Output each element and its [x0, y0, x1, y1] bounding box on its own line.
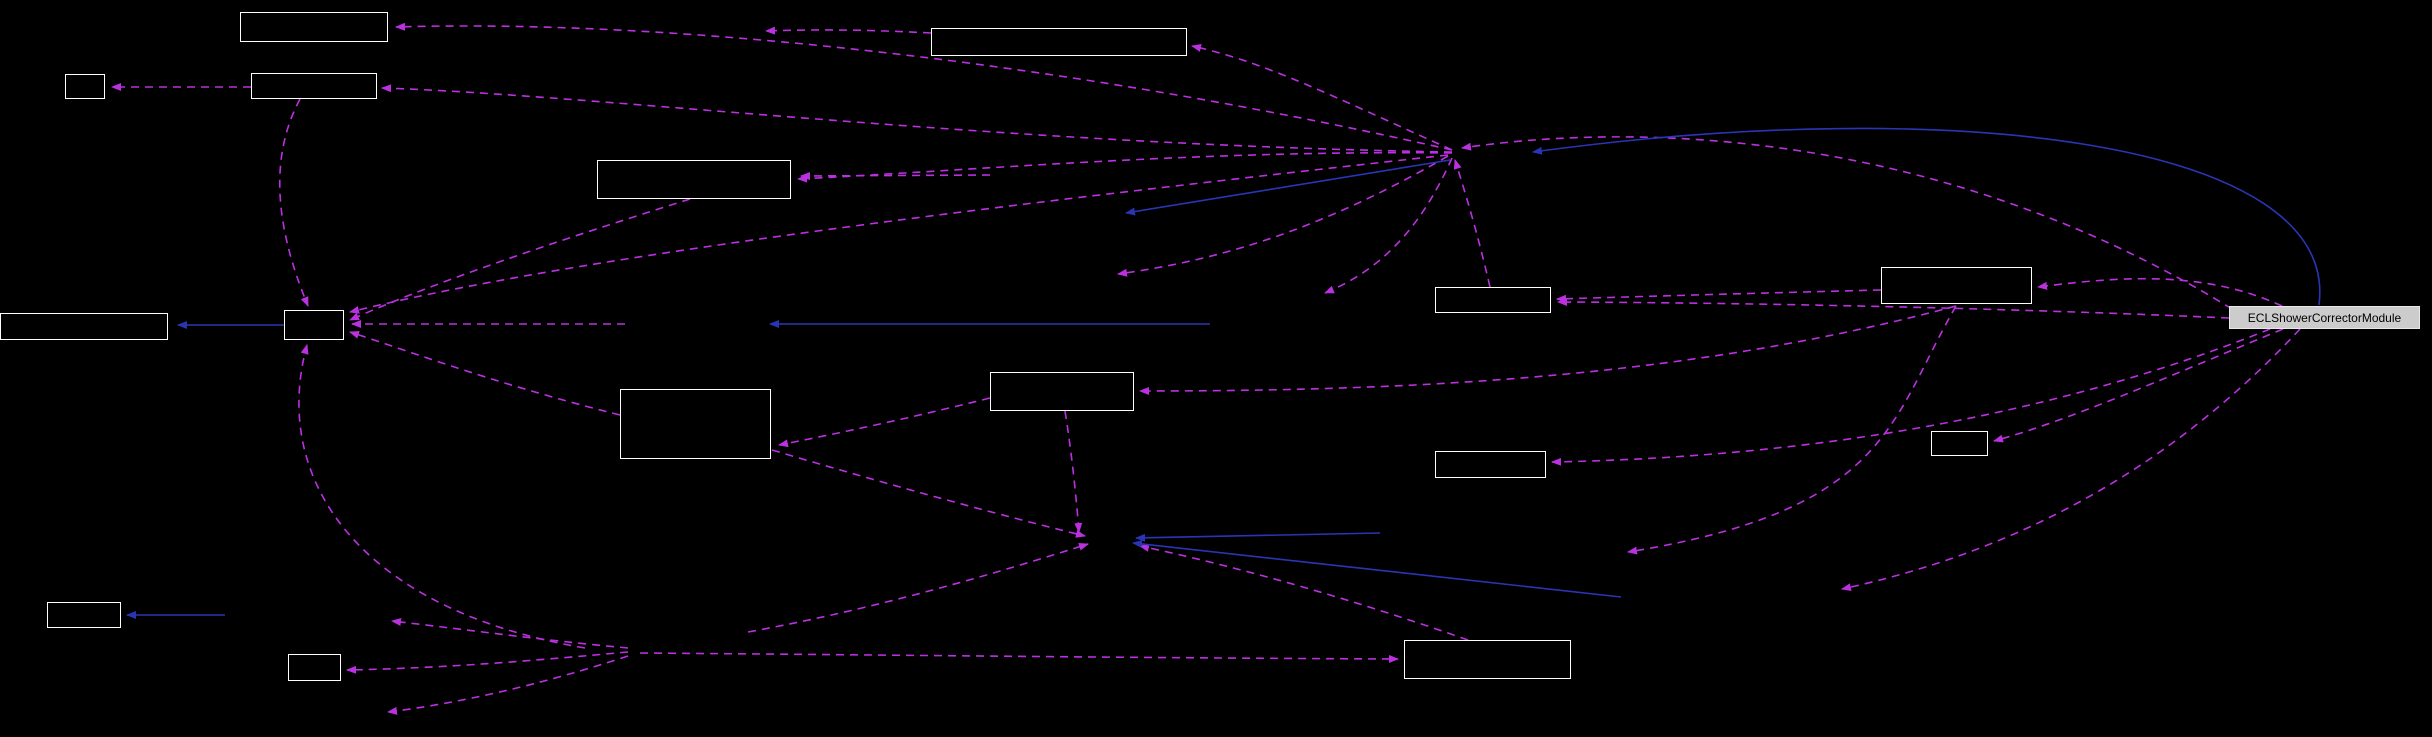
graph-edge-dashed-9 — [278, 98, 309, 307]
graph-edge-dashed-20 — [1627, 305, 1957, 555]
graph-edge-dashed-16 — [1993, 328, 2284, 443]
graph-edge-dashed-26 — [346, 651, 629, 674]
graph-edge-dashed-14 — [1556, 289, 1882, 303]
graph-edge-dashed-19 — [1841, 328, 2301, 592]
graph-edge-dashed-31 — [1064, 410, 1083, 533]
node-left-edge[interactable] — [0, 313, 168, 340]
node-left-small[interactable] — [284, 310, 344, 340]
graph-edge-dashed-29 — [298, 344, 586, 649]
graph-edge-dashed-22 — [747, 542, 1089, 633]
graph-edge-dashed-1 — [1191, 44, 1453, 151]
graph-edge-solid-38 — [1132, 540, 1622, 598]
node-mid-left[interactable] — [597, 160, 791, 199]
graph-edge-dashed-28 — [387, 655, 629, 715]
graph-edge-dashed-33 — [1324, 157, 1453, 294]
node-right-mid-2[interactable] — [1881, 267, 2032, 304]
graph-edge-dashed-32 — [1117, 155, 1449, 277]
graph-edge-dashed-7 — [349, 154, 1449, 314]
graph-edge-dashed-12 — [1453, 159, 1491, 288]
graph-edge-solid-34 — [1532, 127, 2321, 306]
node-right-lower-small[interactable] — [1931, 431, 1988, 456]
graph-edge-dashed-23 — [771, 449, 1086, 538]
graph-edge-solid-39 — [1135, 532, 1381, 542]
node-bottom-left[interactable] — [47, 602, 121, 628]
graph-edge-dashed-18 — [1139, 305, 1957, 395]
node-top-center[interactable] — [931, 28, 1187, 56]
graph-edge-dashed-5 — [797, 151, 1453, 183]
graph-edge-dashed-27 — [391, 618, 629, 649]
node-bottom-left-small[interactable] — [288, 654, 341, 681]
node-small-upper-left[interactable] — [65, 74, 105, 99]
graph-edge-dashed-8 — [349, 198, 691, 321]
graph-edge-dashed-24 — [778, 397, 991, 448]
graph-edge-dashed-21 — [1139, 543, 1469, 641]
graph-edge-dashed-11 — [1461, 136, 2233, 310]
graph-edge-dashed-17 — [1551, 328, 2271, 466]
node-bottom-center[interactable] — [1404, 640, 1571, 679]
graph-edge-dashed-25 — [639, 652, 1399, 663]
graph-edge-solid-37 — [1125, 159, 1451, 216]
graph-edge-dashed-3 — [381, 84, 1453, 153]
graph-edge-dashed-6 — [800, 171, 991, 180]
node-top-left[interactable] — [240, 12, 388, 42]
graph-edge-dashed-15 — [1557, 298, 2230, 319]
graph-edge-dashed-2 — [765, 26, 932, 35]
node-right-lower-1[interactable] — [1435, 451, 1546, 478]
graph-edge-dashed-13 — [2037, 277, 2283, 307]
node-center[interactable] — [990, 372, 1134, 411]
node-upper-left[interactable] — [251, 73, 377, 99]
node-center-tall[interactable] — [620, 389, 771, 459]
graph-edge-dashed-0 — [395, 22, 1453, 151]
graph-edge-dashed-30 — [349, 331, 621, 416]
edges-group — [111, 22, 2321, 715]
node-eclshowercorrectormodule[interactable]: ECLShowerCorrectorModule — [2229, 306, 2420, 329]
node-right-mid-1[interactable] — [1435, 287, 1551, 313]
